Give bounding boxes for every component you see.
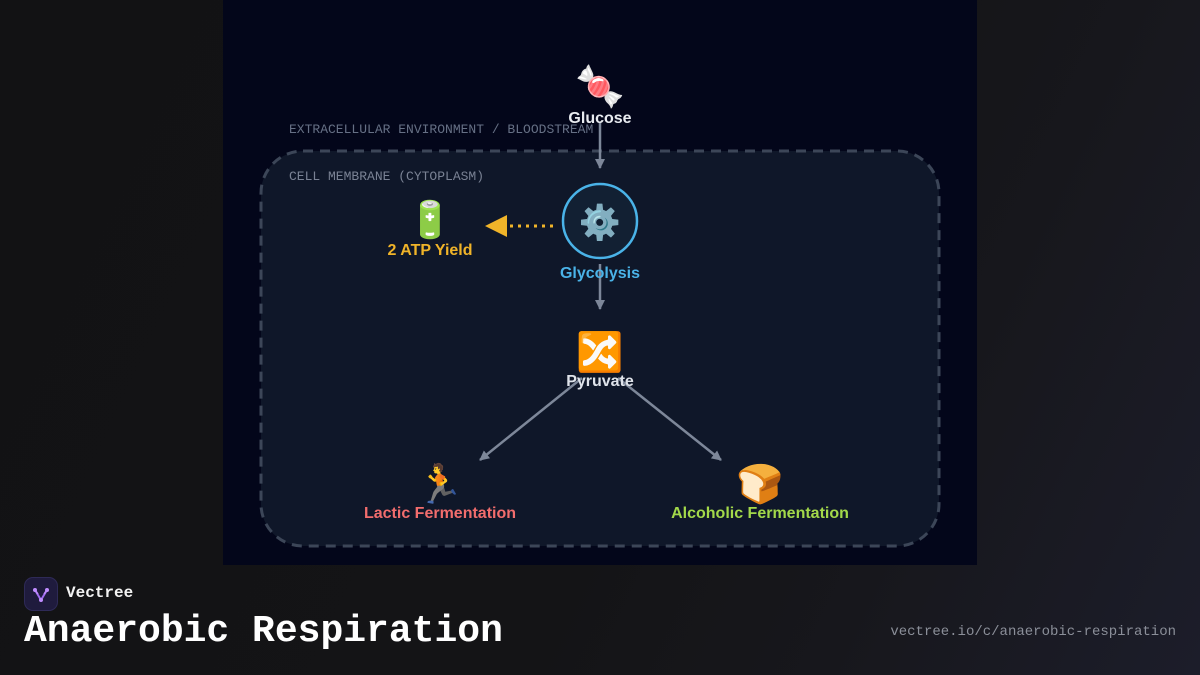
vectree-logo — [24, 577, 58, 611]
alcoholic-fermentation-label: Alcoholic Fermentation — [671, 505, 849, 522]
shuffle-icon: 🔀 — [576, 330, 623, 374]
gear-icon: ⚙️ — [579, 203, 621, 242]
arrow-pyruvate-to-lactic — [479, 377, 583, 461]
glycolysis-node — [561, 182, 639, 260]
lactic-fermentation-label: Lactic Fermentation — [364, 505, 516, 522]
atp-arrowhead — [485, 215, 507, 237]
vectree-logo-icon — [33, 588, 49, 602]
atp-yield-label: 2 ATP Yield — [387, 242, 472, 259]
brand-name: Vectree — [66, 584, 134, 602]
page-title: Anaerobic Respiration — [24, 610, 503, 653]
glycolysis-label: Glycolysis — [560, 265, 640, 282]
arrow-pyruvate-to-alcoholic — [617, 377, 722, 461]
candy-icon: 🍬 — [575, 63, 625, 109]
battery-icon: 🔋 — [408, 199, 453, 240]
membrane-label: CELL MEMBRANE (CYTOPLASM) — [289, 169, 484, 184]
runner-icon: 🏃 — [416, 462, 463, 506]
glucose-label: Glucose — [568, 110, 631, 127]
pyruvate-label: Pyruvate — [566, 373, 634, 390]
extracellular-label: EXTRACELLULAR ENVIRONMENT / BLOODSTREAM — [289, 122, 593, 137]
page-url[interactable]: vectree.io/c/anaerobic-respiration — [890, 624, 1176, 640]
bread-icon: 🍞 — [736, 462, 783, 506]
